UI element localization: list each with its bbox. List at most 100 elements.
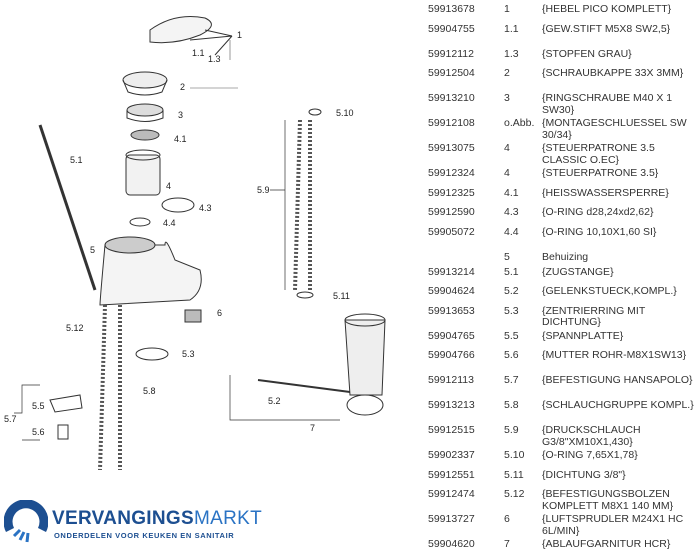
callout-label: 4.3 bbox=[199, 203, 212, 213]
callout-label: 4.4 bbox=[163, 218, 176, 228]
part-desc: {O-RING 10,10X1,60 SI} bbox=[542, 225, 657, 238]
part-desc: {SCHRAUBKAPPE 33X 3MM} bbox=[542, 67, 684, 79]
parts-row: 59913075 4 {STEUERPATRONE 3.5 CLASSIC O.EC… bbox=[428, 142, 694, 168]
part-pos: 4.3 bbox=[504, 206, 519, 218]
part-no: 59913213 bbox=[428, 399, 475, 411]
part-no: 59904624 bbox=[428, 285, 475, 297]
part-no: 59904620 bbox=[428, 538, 475, 550]
part-pos: 1.3 bbox=[504, 47, 519, 60]
part-pos: 4 bbox=[504, 142, 510, 154]
part-pos: o.Abb. bbox=[504, 117, 535, 129]
part-pos: 5.8 bbox=[504, 399, 519, 411]
part-desc: {O-RING 7,65X1,78} bbox=[542, 449, 638, 461]
part-no: 59904765 bbox=[428, 329, 475, 342]
parts-row: 59912590 4.3 {O-RING d28,24xd2,62} bbox=[428, 206, 694, 227]
brand-bold: VERVANGINGS bbox=[52, 508, 194, 529]
parts-row: 59904765 5.5 {SPANNPLATTE} bbox=[428, 329, 694, 351]
part-pos: 5.2 bbox=[504, 285, 519, 297]
part-desc: {O-RING d28,24xd2,62} bbox=[542, 206, 654, 218]
faucet-drawing bbox=[14, 16, 386, 471]
part-desc: {DRUCKSCHLAUCH G3/8"XM10X1,430} bbox=[542, 424, 641, 448]
brand-light: MARKT bbox=[193, 508, 262, 529]
callout-label: 1.1 bbox=[192, 48, 205, 58]
callout-label: 5.9 bbox=[257, 185, 270, 195]
callout-label: 5.8 bbox=[143, 386, 156, 396]
part-desc: Behuizing bbox=[542, 250, 589, 263]
parts-row: 59912108 o.Abb. {MONTAGESCHLUESSEL SW 30/3… bbox=[428, 117, 694, 143]
part-pos: 5.5 bbox=[504, 329, 519, 342]
part-desc: {BEFESTIGUNGSBOLZEN KOMPLETT M8X1 140 MM… bbox=[542, 488, 674, 512]
callout-label: 1 bbox=[237, 30, 243, 40]
part-desc: {MONTAGESCHLUESSEL SW 30/34} bbox=[542, 117, 687, 141]
part-desc: {HEBEL PICO KOMPLETT} bbox=[542, 3, 672, 15]
part-no: 59912113 bbox=[428, 374, 474, 386]
part-no: 59902337 bbox=[428, 449, 475, 461]
callout-label: 5.6 bbox=[32, 427, 45, 437]
part-pos: 3 bbox=[504, 92, 510, 104]
logo-tagline: ONDERDELEN VOOR KEUKEN EN SANITAIR bbox=[54, 531, 235, 540]
parts-row: 59913727 6 {LUFTSPRUDLER M24X1 HC 6L/MIN} bbox=[428, 513, 694, 539]
logo-wordmark: VERVANGINGSMARKT bbox=[52, 508, 262, 530]
part-no: 59913727 bbox=[428, 513, 475, 525]
part-no: 59913075 bbox=[428, 142, 475, 154]
part-desc: {SPANNPLATTE} bbox=[542, 329, 624, 342]
part-no: 59913214 bbox=[428, 265, 475, 278]
callout-label: 5.5 bbox=[32, 401, 45, 411]
callout-label: 6 bbox=[217, 308, 223, 318]
parts-row: 59912113 5.7 {BEFESTIGUNG HANSAPOLO} bbox=[428, 374, 694, 400]
callout-label: 5.10 bbox=[336, 108, 354, 118]
parts-row: 59912504 2 {SCHRAUBKAPPE 33X 3MM} bbox=[428, 67, 694, 93]
part-pos: 5.7 bbox=[504, 374, 519, 386]
callout-label: 2 bbox=[180, 82, 186, 92]
part-pos: 6 bbox=[504, 513, 510, 525]
part-no: 59912504 bbox=[428, 67, 475, 79]
part-desc: {DICHTUNG 3/8"} bbox=[542, 468, 626, 481]
part-no: 59912112 bbox=[428, 47, 474, 60]
part-no bbox=[428, 252, 504, 267]
part-desc: {RINGSCHRAUBE M40 X 1 SW30} bbox=[542, 92, 673, 116]
part-no: 59904755 bbox=[428, 22, 475, 35]
part-pos: 2 bbox=[504, 67, 510, 79]
callout-label: 1.3 bbox=[208, 54, 221, 64]
part-no: 59913653 bbox=[428, 304, 475, 317]
part-no: 59912474 bbox=[428, 488, 475, 500]
callout-label: 7 bbox=[310, 423, 316, 433]
callout-label: 4 bbox=[166, 181, 172, 191]
part-pos: 5 bbox=[504, 250, 510, 263]
part-pos: 4.1 bbox=[504, 186, 519, 199]
part-desc: {LUFTSPRUDLER M24X1 HC 6L/MIN} bbox=[542, 513, 684, 537]
part-desc: {SCHLAUCHGRUPPE KOMPL.} bbox=[542, 399, 694, 411]
part-desc: {STEUERPATRONE 3.5} bbox=[542, 167, 659, 179]
part-pos: 1 bbox=[504, 3, 510, 15]
part-pos: 4 bbox=[504, 167, 510, 179]
logo-swirl-icon bbox=[3, 499, 49, 543]
callout-label: 5.7 bbox=[4, 414, 17, 424]
vervangingsmarkt-logo: VERVANGINGSMARKT ONDERDELEN VOOR KEUKEN … bbox=[3, 499, 264, 546]
part-desc: {BEFESTIGUNG HANSAPOLO} bbox=[542, 374, 693, 386]
part-desc: {STEUERPATRONE 3.5 CLASSIC O.EC} bbox=[542, 142, 655, 166]
parts-row: 59913213 5.8 {SCHLAUCHGRUPPE KOMPL.} bbox=[428, 399, 694, 425]
part-no: 59904766 bbox=[428, 349, 475, 361]
callout-label: 5.1 bbox=[70, 155, 83, 165]
part-pos: 5.3 bbox=[504, 304, 519, 317]
callout-label: 4.1 bbox=[174, 134, 187, 144]
part-no: 59912590 bbox=[428, 206, 475, 218]
parts-row: 59913653 5.3 {ZENTRIERRING MIT DICHTUNG} bbox=[428, 304, 694, 331]
part-pos: 5.10 bbox=[504, 449, 525, 461]
part-no: 59912108 bbox=[428, 117, 475, 129]
part-desc: {ZENTRIERRING MIT DICHTUNG} bbox=[542, 304, 646, 328]
